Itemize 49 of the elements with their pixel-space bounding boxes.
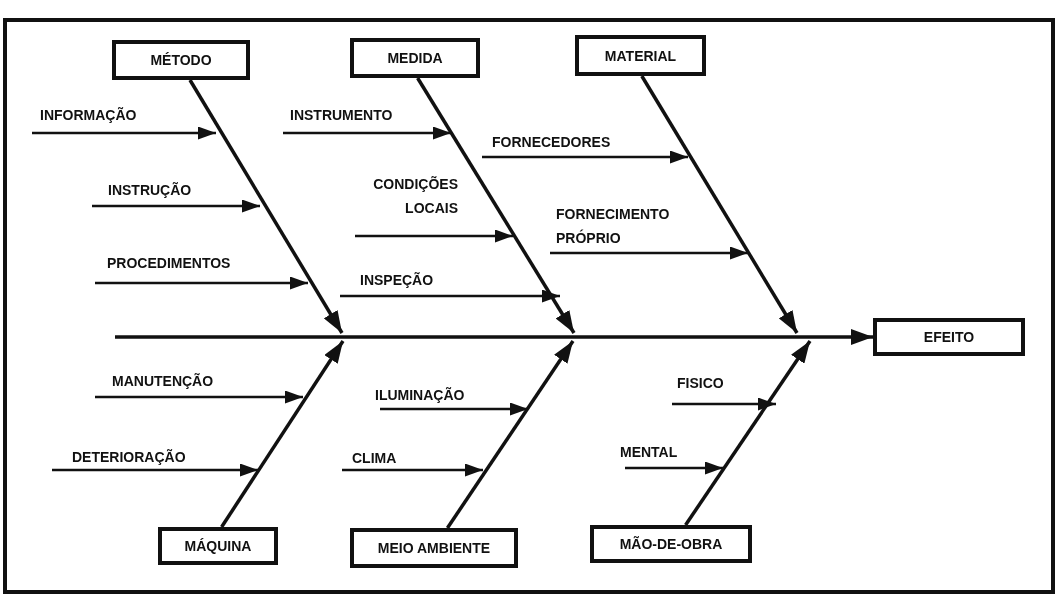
arrow: [684, 340, 812, 526]
category-label: MATERIAL: [604, 47, 677, 64]
cause-text: FISICO: [676, 374, 724, 393]
arrow: [95, 276, 308, 290]
arrow: [416, 77, 576, 334]
category-label: MÉTODO: [150, 52, 212, 68]
arrow: [446, 340, 575, 529]
arrow: [188, 79, 344, 334]
category-box: [350, 528, 518, 568]
cause-text: CONDIÇÕES LOCAIS: [372, 175, 458, 218]
arrow: [625, 461, 723, 475]
arrow: [355, 229, 513, 243]
arrow: [342, 463, 483, 477]
arrow: [550, 246, 748, 260]
cause-text: INSTRUÇÃO: [107, 181, 192, 200]
category-label: EFEITO: [923, 329, 975, 345]
category-label: MÃO-DE-OBRA: [619, 536, 723, 552]
arrow: [380, 402, 528, 416]
cause-text: INSTRUMENTO: [289, 106, 393, 125]
cause-text: INSPEÇÃO: [359, 271, 434, 290]
arrow: [482, 150, 688, 164]
cause-text: PROCEDIMENTOS: [106, 254, 231, 273]
category-box: [350, 38, 480, 78]
arrow: [640, 75, 799, 334]
category-box: [112, 40, 250, 80]
cause-text: DETERIORAÇÃO: [71, 448, 186, 467]
cause-text: INFORMAÇÃO: [39, 106, 137, 125]
arrow: [52, 463, 258, 477]
arrow: [95, 390, 303, 404]
category-box: [158, 527, 278, 565]
cause-text: FORNECIMENTO PRÓPRIO: [555, 205, 671, 248]
category-box: [590, 525, 752, 563]
category-box: [873, 318, 1025, 356]
category-label: MEIO AMBIENTE: [377, 540, 491, 556]
arrow: [220, 340, 345, 528]
arrow: [283, 126, 451, 140]
arrow: [340, 289, 560, 303]
category-label: MÁQUINA: [184, 538, 252, 554]
cause-text: CLIMA: [351, 449, 397, 468]
category-label: MEDIDA: [387, 50, 443, 66]
cause-text: MENTAL: [620, 443, 678, 462]
cause-text: FORNECEDORES: [491, 133, 611, 152]
cause-text: MANUTENÇÃO: [111, 372, 214, 391]
arrow: [32, 126, 216, 140]
cause-text: ILUMINAÇÃO: [375, 386, 465, 405]
category-box: [575, 35, 706, 76]
spine-arrow: [115, 329, 873, 345]
arrow: [92, 199, 260, 213]
arrow: [672, 397, 776, 411]
